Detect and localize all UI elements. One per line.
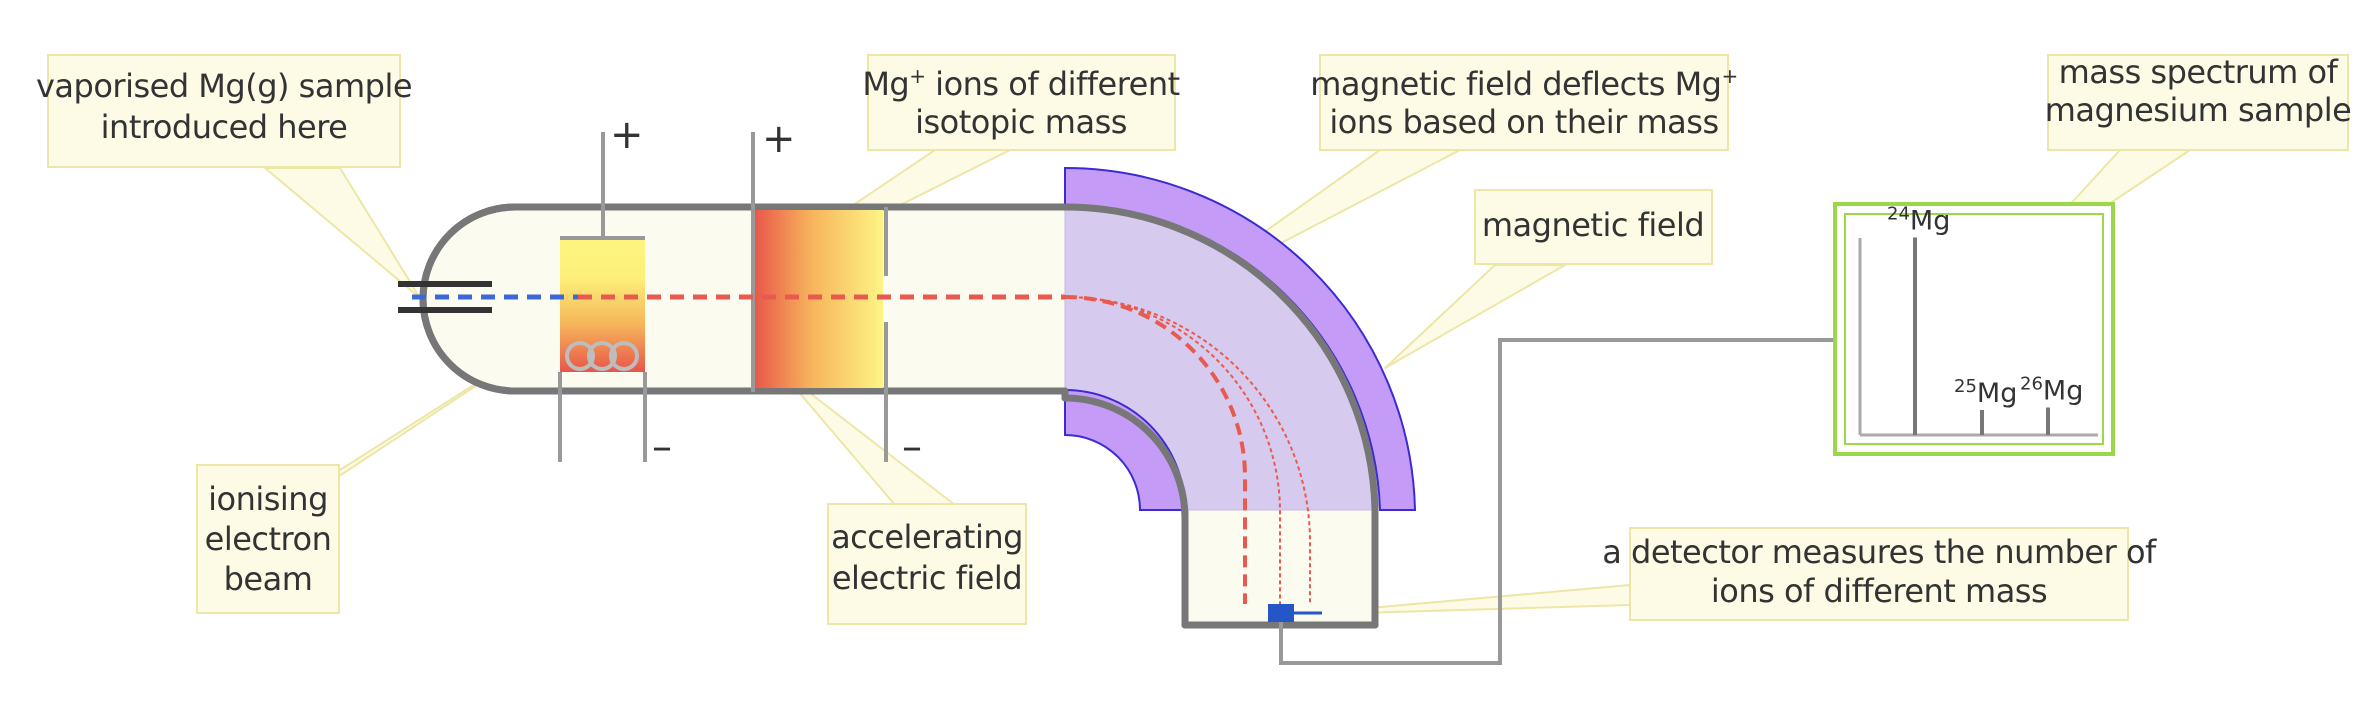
ionisation-region [560, 238, 645, 372]
callout-box-spectrum [2047, 54, 2349, 151]
detector [1268, 604, 1294, 622]
ion-path-mg24 [1064, 295, 1247, 604]
pointer-magnetic-field [1384, 264, 1566, 369]
callout-ions-line2: isotopic mass [915, 103, 1127, 141]
callout-electric-field-line1: accelerating [831, 518, 1023, 556]
callout-box-detector [1629, 527, 2129, 621]
callout-ions-line1: Mg+ ions of different [862, 64, 1179, 103]
callout-box-electric-field [827, 503, 1027, 625]
ion-path-mg26 [1064, 296, 1311, 604]
callout-spectrum-line1: mass spectrum of [2059, 53, 2339, 91]
callout-detector-line2: ions of different mass [1711, 572, 2047, 610]
callout-box-electron-beam [196, 464, 340, 614]
filament-coil-icon [565, 341, 639, 371]
callout-texts: vaporised Mg(g) sample introduced here M… [36, 53, 2352, 610]
callout-deflection-line2: ions based on their mass [1329, 103, 1718, 141]
tube-outline [419, 203, 1379, 629]
spectrum-frame-inner [1844, 213, 2104, 445]
callout-electron-beam-line2: electron [205, 520, 332, 558]
callout-box-magnetic-field [1474, 189, 1713, 265]
spectrum-peak-label-25: 25Mg [1954, 376, 2017, 409]
callout-deflection-line1: magnetic field deflects Mg+ [1310, 64, 1738, 103]
pointer-sample-inlet [264, 167, 421, 299]
callout-boxes [47, 54, 2349, 625]
callout-detector-line1: a detector measures the number of [1602, 533, 2157, 571]
ionisation-minus-sign: – [652, 424, 672, 470]
ionisation-plus-sign: + [610, 112, 644, 158]
callout-electron-beam-line3: beam [224, 560, 313, 598]
callout-electron-beam-line1: ionising [208, 480, 328, 518]
callout-box-sample-inlet [47, 54, 401, 168]
detector-cable [1279, 338, 1835, 665]
callout-spectrum-line2: magnesium sample [2045, 91, 2352, 129]
callout-box-deflection [1319, 54, 1729, 151]
acceleration-minus-sign: – [902, 424, 922, 470]
spectrum-peak-label-26: 26Mg [2020, 374, 2083, 407]
callout-electric-field-line2: electric field [832, 559, 1022, 597]
callout-box-ions [867, 54, 1176, 151]
callout-magnetic-field-line1: magnetic field [1482, 206, 1704, 244]
spectrometer-tube: + – + – [398, 112, 1835, 665]
callout-sample-inlet-line2: introduced here [101, 108, 348, 146]
callout-sample-inlet-line1: vaporised Mg(g) sample [36, 67, 412, 105]
spectrum-peak-label-24: 24Mg [1887, 204, 1950, 237]
acceleration-plus-sign: + [762, 116, 796, 162]
